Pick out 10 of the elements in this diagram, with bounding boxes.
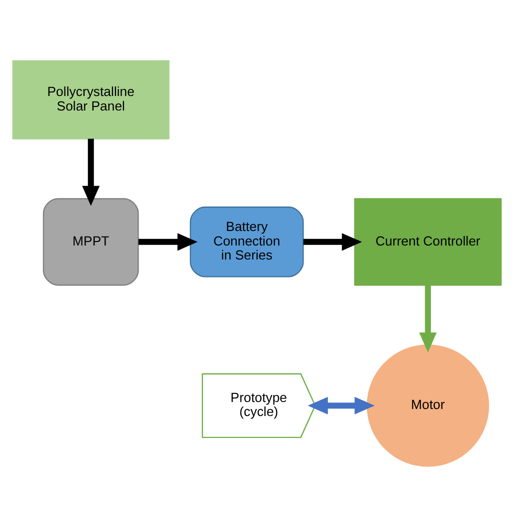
node-box: Pollycrystalline Solar Panel bbox=[12, 60, 170, 140]
node-box: Current Controller bbox=[354, 198, 502, 286]
arrow bbox=[308, 396, 375, 414]
arrow bbox=[138, 233, 198, 251]
node-box: Battery Connection in Series bbox=[190, 206, 304, 278]
arrow bbox=[419, 286, 437, 353]
node-box: MPPT bbox=[42, 198, 139, 286]
node-circle: Motor bbox=[366, 344, 490, 467]
arrow bbox=[82, 138, 100, 206]
arrow bbox=[303, 233, 362, 251]
